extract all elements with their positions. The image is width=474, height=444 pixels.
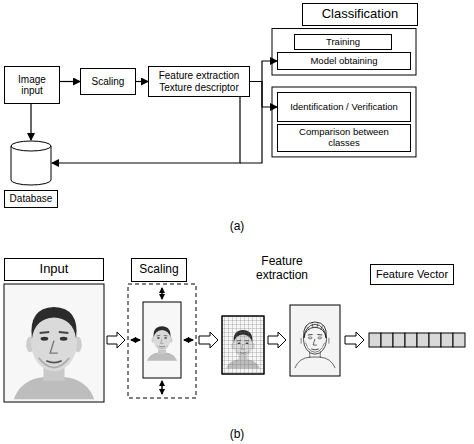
- feature-vector: [369, 333, 465, 347]
- connector-arrow: [250, 61, 277, 82]
- box-text: Image input: [9, 74, 55, 97]
- process-box: Model obtaining: [277, 52, 411, 70]
- stage-header: Feature extraction: [246, 255, 318, 283]
- process-box: Scaling: [80, 68, 136, 95]
- box-text: Scaling: [139, 263, 178, 277]
- hollow-arrow: [107, 332, 125, 348]
- connector-arrow: [136, 81, 148, 82]
- connector-arrow: [52, 97, 240, 163]
- connector-arrow: [250, 82, 277, 108]
- stage-header: Scaling: [131, 258, 187, 282]
- box-text: Comparison between classes: [282, 127, 406, 149]
- cylinder-outline: [10, 140, 52, 186]
- stage-header: Feature Vector: [370, 264, 454, 285]
- hollow-arrow: [345, 332, 364, 348]
- connector-arrow: [30, 104, 31, 140]
- box-text: Input: [40, 262, 69, 277]
- box-text: Feature extraction Texture descriptor: [153, 70, 245, 93]
- box-text: Classification: [322, 7, 399, 22]
- box-text: Feature Vector: [376, 268, 448, 281]
- hollow-arrow: [199, 332, 218, 348]
- hollow-arrow: [268, 332, 286, 348]
- group-frame: [272, 29, 416, 75]
- box-text: Model obtaining: [310, 56, 377, 67]
- database-cylinder: Database: [10, 140, 52, 186]
- process-box: Image input: [4, 66, 60, 104]
- panel-label: (b): [217, 428, 257, 442]
- stage-header: Input: [4, 258, 104, 281]
- photo-frame: [4, 284, 104, 402]
- box-text: Training: [326, 37, 360, 48]
- group-frame: [272, 87, 416, 157]
- title-box: Classification: [302, 3, 418, 26]
- dashed-frame: [128, 284, 196, 398]
- connector-arrow: [60, 81, 80, 82]
- database-label: Database: [4, 190, 58, 208]
- box-text: Identification / Verification: [290, 102, 398, 113]
- process-box: Comparison between classes: [277, 124, 411, 152]
- box-text: Scaling: [92, 76, 125, 88]
- process-box: Identification / Verification: [277, 92, 411, 122]
- panel-label: (a): [217, 220, 257, 234]
- process-box: Feature extraction Texture descriptor: [148, 66, 250, 97]
- process-box: Training: [294, 34, 392, 51]
